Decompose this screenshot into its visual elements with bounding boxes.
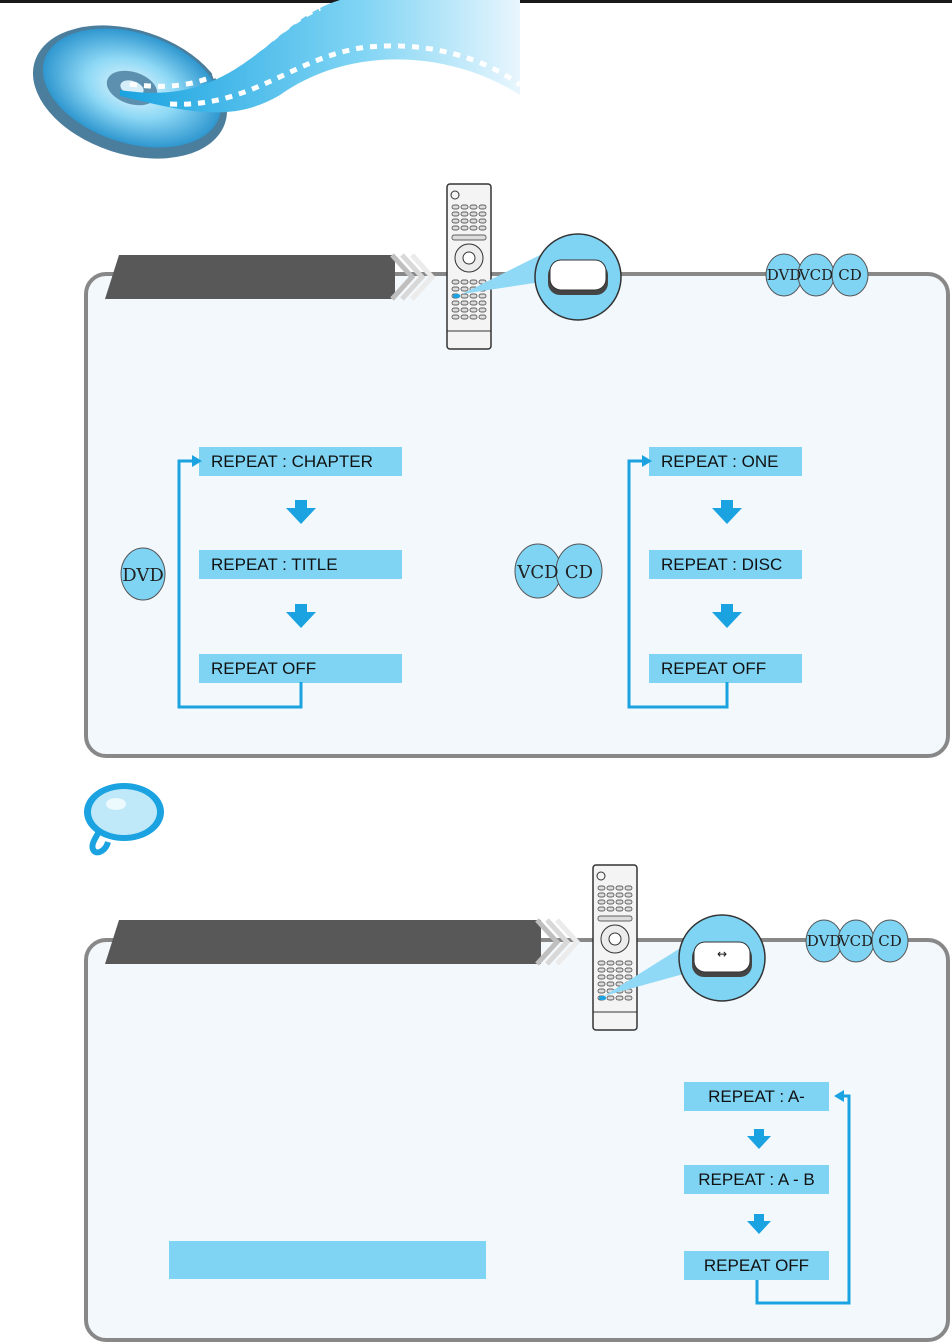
disc-type-badges: DVD VCD CD — [765, 253, 869, 297]
ab-flow-step-1: REPEAT : A- — [684, 1082, 829, 1111]
arrow-down-icon — [747, 1129, 771, 1149]
section-title-tab — [105, 255, 395, 299]
ab-flow-step-3: REPEAT OFF — [684, 1251, 829, 1280]
dvd-badge-label: DVD — [767, 266, 802, 284]
dvd-label: DVD — [122, 565, 164, 586]
ab-flow-step-2: REPEAT : A - B — [684, 1165, 829, 1194]
vcd-flow-step-3: REPEAT OFF — [649, 654, 802, 683]
vcd-badge-label: VCD — [838, 932, 873, 950]
section-title-tab — [105, 920, 541, 964]
cd-badge-label: CD — [878, 932, 902, 950]
disc-film-icon — [32, 0, 522, 159]
magnifier-note-icon — [84, 783, 164, 856]
cd-badge-label: CD — [838, 266, 862, 284]
loop-back-line — [755, 1090, 851, 1305]
vcd-flow-step-1: REPEAT : ONE — [649, 447, 802, 476]
arrow-down-icon — [286, 500, 316, 524]
dvd-badge-label: DVD — [807, 932, 842, 950]
loop-back-line — [177, 455, 303, 709]
chevron-decoration-icon — [390, 253, 436, 301]
dvd-flow-step-1: REPEAT : CHAPTER — [199, 447, 402, 476]
vcd-cd-disc-badges: VCD CD — [514, 543, 603, 599]
vcd-badge-label: VCD — [798, 266, 833, 284]
ab-button-symbol: ↔ — [716, 947, 728, 961]
dvd-disc-badge: DVD — [120, 547, 166, 601]
vcd-flow-step-2: REPEAT : DISC — [649, 550, 802, 579]
ab-button-icon — [692, 941, 752, 977]
dvd-flow-step-3: REPEAT OFF — [199, 654, 402, 683]
loop-back-line — [627, 455, 729, 709]
arrow-down-icon — [747, 1214, 771, 1234]
vcd-label: VCD — [516, 562, 558, 583]
disc-type-badges: DVD VCD CD — [805, 919, 909, 963]
arrow-down-icon — [712, 604, 742, 628]
repeat-button-icon[interactable] — [546, 257, 610, 299]
arrow-down-icon — [712, 500, 742, 524]
dvd-flow-step-2: REPEAT : TITLE — [199, 550, 402, 579]
arrow-down-icon — [286, 604, 316, 628]
chevron-decoration-icon — [535, 918, 581, 966]
ab-repeat-button[interactable]: ↔ — [690, 939, 754, 981]
cd-label: CD — [565, 562, 593, 583]
highlight-box — [169, 1241, 486, 1279]
remote-control-icon — [446, 183, 492, 350]
